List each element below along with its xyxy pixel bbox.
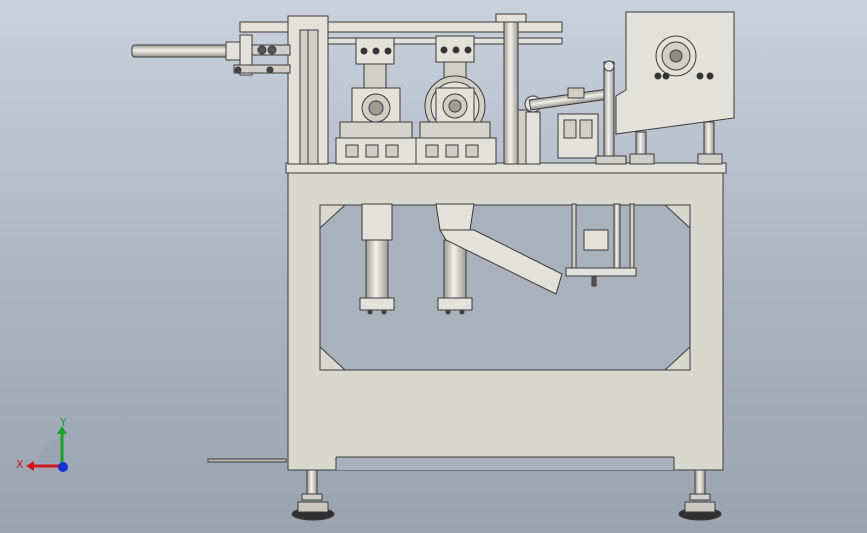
- gearbox-left: [335, 37, 417, 165]
- leveling-foot-left: [291, 469, 335, 521]
- leveling-foot-right: [678, 469, 722, 521]
- gusset-top-left: [319, 204, 347, 230]
- left-column: [287, 15, 329, 165]
- gusset-bottom-left: [319, 345, 347, 371]
- gearbox-right: [415, 35, 497, 165]
- vertical-cylinder-left: [359, 203, 395, 315]
- discharge-chute: [435, 203, 563, 295]
- top-beam-lower: [289, 37, 563, 45]
- control-box: [615, 11, 735, 165]
- z-axis-dot: [58, 462, 68, 472]
- air-cylinder-horizontal: [131, 34, 291, 76]
- lever-assembly: [524, 60, 627, 165]
- vertical-cylinder-right: [437, 239, 473, 315]
- gusset-bottom-right: [663, 345, 691, 371]
- frame-base-gap: [336, 457, 674, 470]
- base-rail: [207, 458, 287, 463]
- triad-plane: [38, 438, 62, 462]
- guide-pillar: [495, 13, 529, 165]
- top-beam: [239, 21, 563, 33]
- main-frame: [285, 162, 727, 471]
- x-axis-label: X: [16, 458, 24, 471]
- gusset-top-right: [663, 204, 691, 230]
- sensor-bracket: [565, 203, 637, 287]
- coordinate-triad: Y X: [16, 416, 68, 472]
- y-axis-label: Y: [59, 416, 67, 429]
